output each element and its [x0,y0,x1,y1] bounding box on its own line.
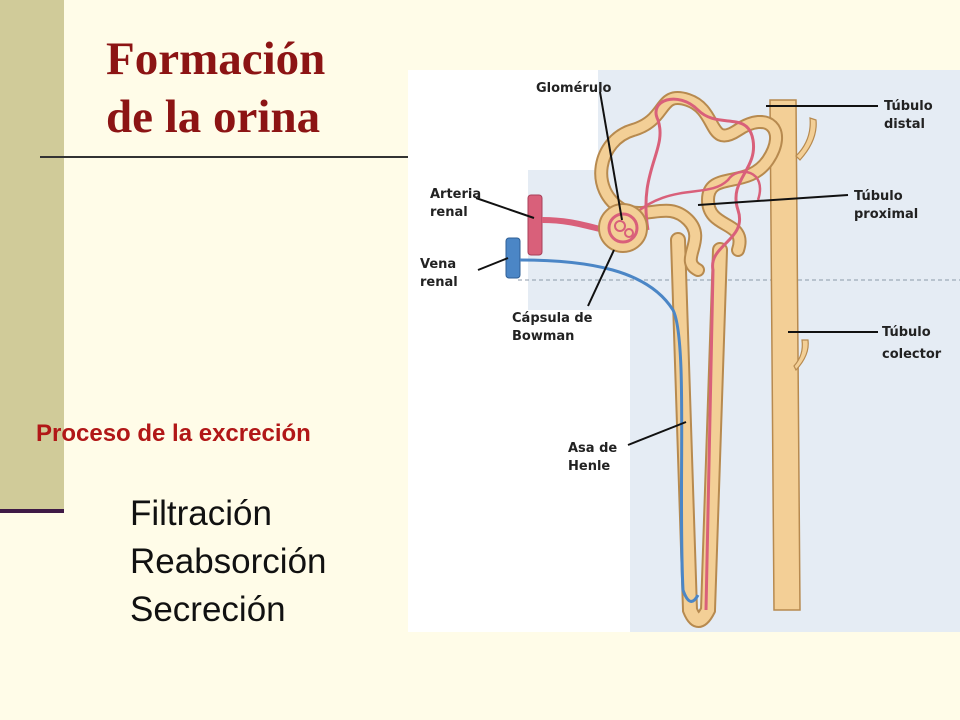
label-asa-2: Henle [568,459,610,474]
label-capsula-1: Cápsula de [512,311,593,326]
label-tubulo-distal-2: distal [884,117,925,132]
step-filtration: Filtración [130,494,272,533]
nephron-diagram: Glomérulo Túbulo distal Arteria renal Tú… [408,70,960,632]
glomerulus-inner [614,220,626,232]
label-tubulo-proximal-1: Túbulo [854,189,903,204]
step-reabsorption: Reabsorción [130,542,327,581]
title-line-1: Formación [106,33,326,85]
collecting-duct [769,99,801,611]
label-tubulo-colector-2: colector [882,347,942,362]
process-steps-list: Filtración Reabsorción Secreción [130,490,327,634]
step-secretion: Secreción [130,590,286,629]
collecting-duct-branch-2 [793,339,809,372]
label-tubulo-proximal-2: proximal [854,207,918,222]
label-tubulo-distal-1: Túbulo [884,99,933,114]
bowmans-capsule [598,203,648,253]
convoluted-tubules-fill [596,93,782,275]
label-asa-1: Asa de [568,441,617,456]
label-capsula-2: Bowman [512,329,574,344]
renal-vein [505,237,521,279]
label-glomerulo: Glomérulo [536,81,612,96]
label-tubulo-colector-1: Túbulo [882,325,931,340]
leader-lines [475,91,878,446]
title-underline [40,156,410,158]
left-accent-bar [0,0,64,510]
label-vena-1: Vena [420,257,456,272]
vasa-recta-vein [519,258,700,603]
title-line-2: de la orina [106,91,321,143]
nephron-svg: Glomérulo Túbulo distal Arteria renal Tú… [420,70,960,632]
glomerulus [607,212,639,244]
glomerulus-inner-2 [624,228,634,238]
left-accent-rule [0,509,64,513]
label-vena-2: renal [420,275,458,290]
label-arteria-1: Arteria [430,187,481,202]
peritubular-capillaries-2 [627,170,762,221]
loop-of-henle-fill [672,234,726,626]
label-arteria-2: renal [430,205,468,220]
peritubular-capillaries [644,97,756,611]
subtitle: Proceso de la excreción [36,420,311,447]
renal-artery [527,194,543,256]
collecting-duct-branch [795,117,817,161]
slide-title: Formación de la orina [106,30,325,146]
